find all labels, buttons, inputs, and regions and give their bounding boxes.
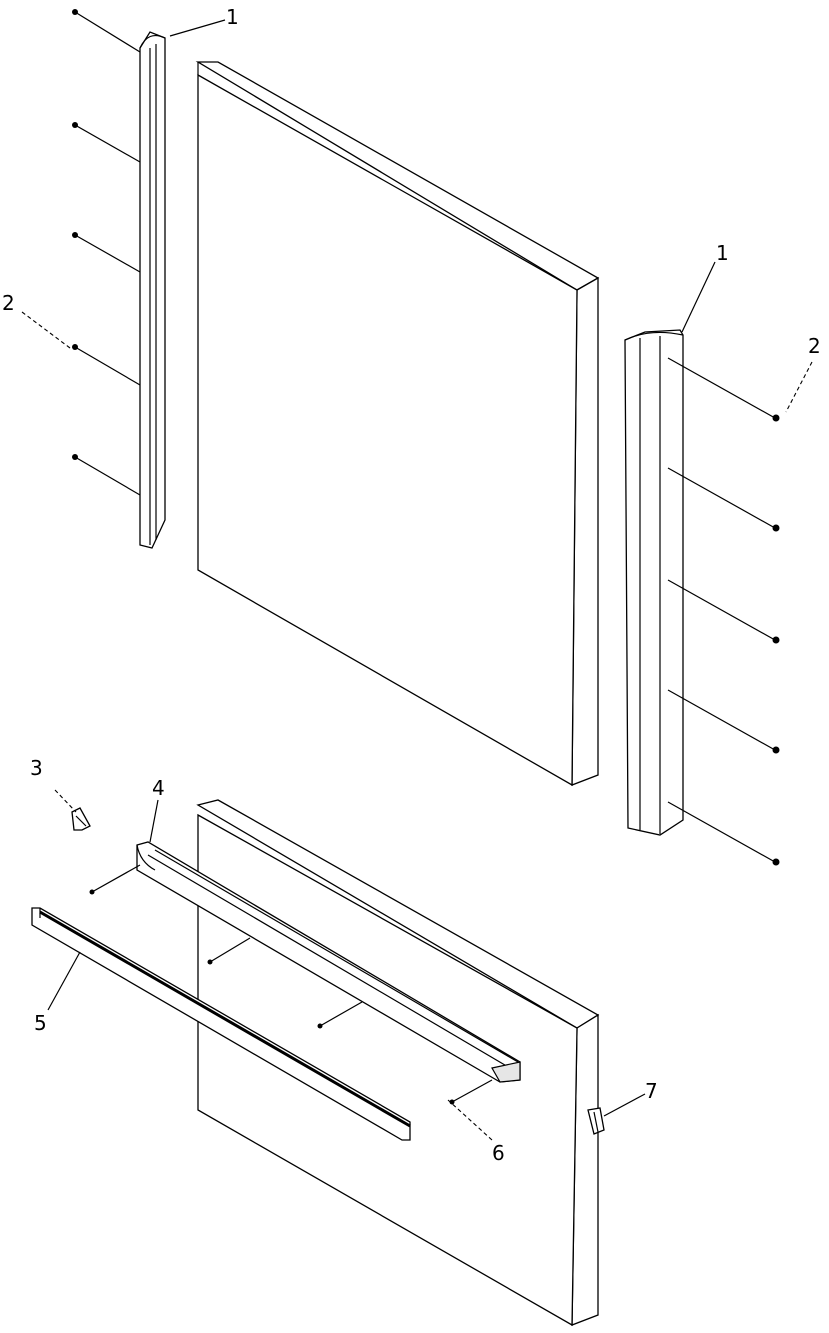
screw-icon: [317, 1023, 323, 1029]
left-vertical-trim: [139, 31, 166, 549]
screw-icon: [772, 746, 780, 754]
leader-lines: [21, 19, 813, 1141]
door-latch: [587, 1107, 605, 1135]
callout-3: 3: [30, 756, 43, 780]
handle-channel: [136, 841, 521, 1083]
screw-icon: [72, 232, 78, 238]
screw-icon: [772, 524, 780, 532]
screw-icon: [72, 9, 78, 15]
handle-screw-lines: [89, 864, 493, 1105]
lower-door-panel: [196, 799, 600, 1327]
callout-2-right: 2: [808, 334, 821, 358]
right-vertical-trim: [624, 329, 684, 836]
callout-1-right: 1: [716, 241, 729, 265]
screw-icon: [72, 344, 78, 350]
screw-icon: [772, 858, 780, 866]
callout-6: 6: [492, 1141, 505, 1165]
callout-2-left: 2: [2, 291, 15, 315]
screw-icon: [449, 1099, 455, 1105]
callout-5: 5: [34, 1011, 47, 1035]
bottom-trim-strip: [31, 907, 411, 1141]
screw-icon: [207, 959, 213, 965]
right-screw-lines: [667, 357, 780, 866]
left-screw-lines: [72, 9, 141, 496]
callout-4: 4: [152, 776, 165, 800]
callout-1-left: 1: [226, 5, 239, 29]
upper-door-panel: [195, 61, 600, 787]
screw-icon: [89, 889, 95, 895]
screw-icon: [772, 636, 780, 644]
screw-icon: [72, 454, 78, 460]
callout-7: 7: [645, 1079, 658, 1103]
screw-icon: [772, 414, 780, 422]
end-cap-clip: [71, 807, 91, 831]
screw-icon: [72, 122, 78, 128]
